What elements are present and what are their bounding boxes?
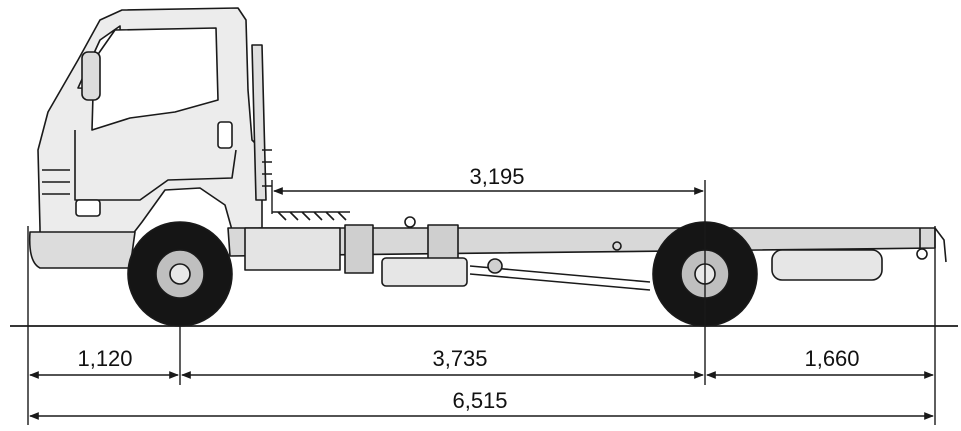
transmission xyxy=(244,227,341,271)
fuel-tank xyxy=(381,257,468,287)
chassis-frame xyxy=(227,227,936,257)
rear-crossmember xyxy=(919,227,947,263)
ladder-rungs xyxy=(262,149,272,187)
dimension-overall-length: 6,515 xyxy=(452,388,507,413)
front-hub xyxy=(169,263,191,285)
door-outline xyxy=(74,130,237,201)
front-grille xyxy=(42,169,70,195)
door-handle xyxy=(217,121,233,149)
dimension-wheelbase: 3,735 xyxy=(432,346,487,371)
rear-tool-box xyxy=(771,249,883,281)
frame-bolt xyxy=(612,241,622,251)
front-bumper xyxy=(28,231,136,269)
dimension-front-overhang: 1,120 xyxy=(77,346,132,371)
dimension-rear-overhang: 1,660 xyxy=(804,346,859,371)
dimension-lines xyxy=(29,187,934,420)
dimension-cab-to-axle: 3,195 xyxy=(469,164,524,189)
tow-hook xyxy=(916,248,928,260)
u-joint xyxy=(487,258,503,274)
mount-bracket xyxy=(272,211,350,221)
filler-cap xyxy=(404,216,416,228)
headlight xyxy=(75,199,101,217)
front-wheel xyxy=(127,221,233,327)
fuel-tank-mount xyxy=(344,224,374,274)
extension-lines xyxy=(27,180,936,425)
side-mirror xyxy=(81,51,101,101)
